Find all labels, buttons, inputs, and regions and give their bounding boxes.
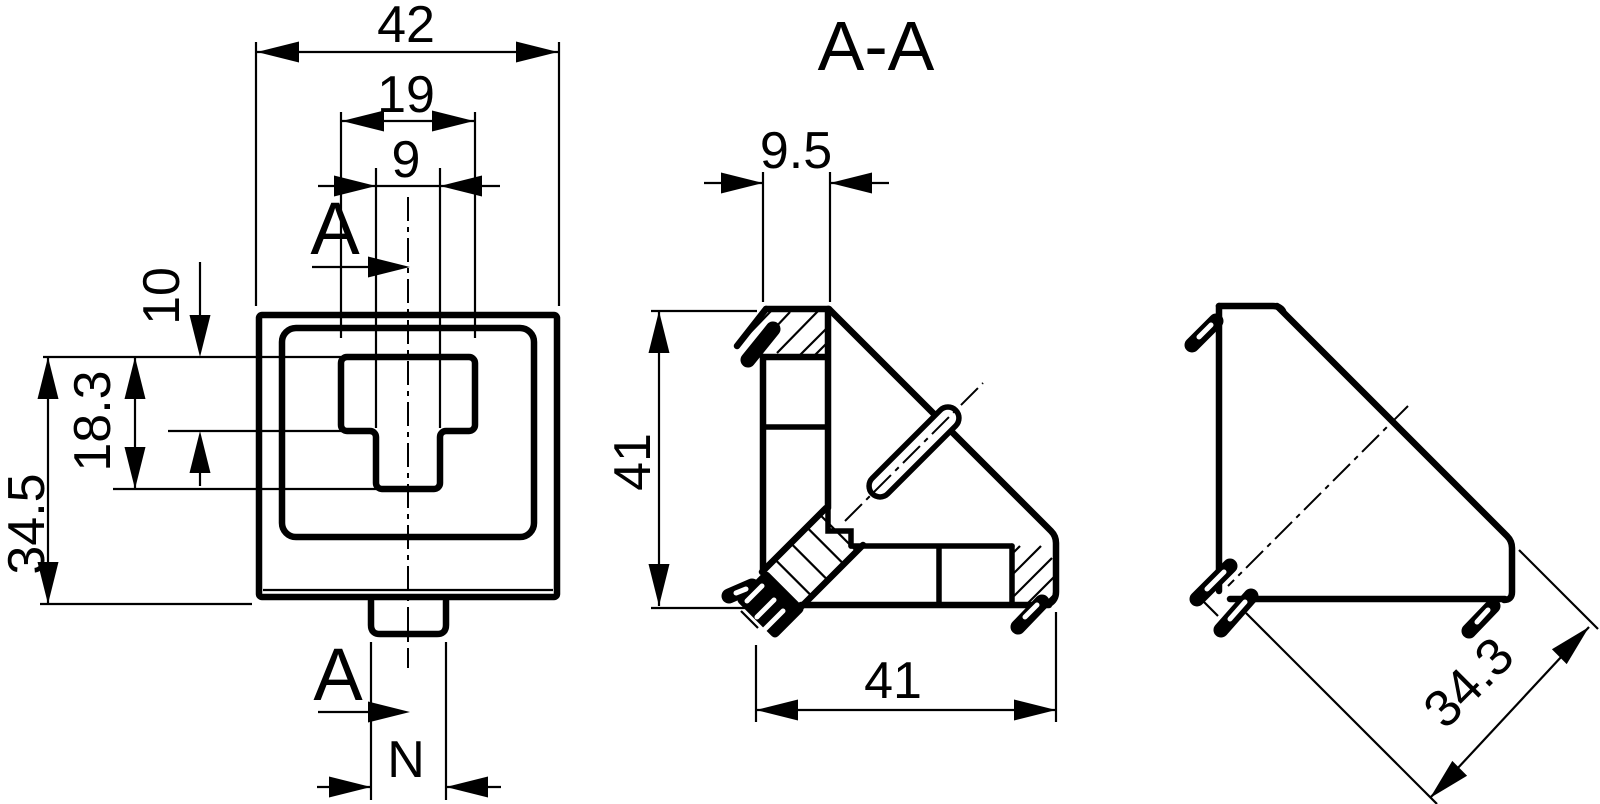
dim-text-41-horiz: 41 <box>864 652 922 710</box>
dim-section-width-41: 41 <box>754 612 1058 722</box>
dim-text-10: 10 <box>133 267 191 325</box>
dim-text-9-5: 9.5 <box>760 122 832 180</box>
hook-slit <box>1474 607 1491 625</box>
arrowhead <box>189 431 211 473</box>
side-view: 34.3 <box>1184 302 1599 804</box>
slot-centerline <box>844 382 984 522</box>
front-bottom-tab <box>367 597 450 638</box>
side-top-face <box>1215 302 1287 315</box>
dim-slot-depth-18-3: 18.3 <box>64 357 146 489</box>
arrowhead <box>648 311 670 353</box>
dim-height-34-5: 34.5 <box>0 357 59 604</box>
hook-slit <box>1196 322 1214 340</box>
arrowhead <box>440 175 482 197</box>
band-rung <box>790 542 829 581</box>
arrowhead <box>446 776 488 798</box>
arrowhead <box>124 357 146 399</box>
arrowhead <box>124 447 146 489</box>
arrowhead <box>830 172 872 194</box>
dim-diagonal-34-3: 34.3 <box>1245 549 1599 804</box>
foot-slit <box>744 583 765 604</box>
ext-line <box>1245 612 1438 804</box>
hatch-line <box>741 309 773 342</box>
hatch-line <box>1045 594 1055 604</box>
hatch-line <box>1013 557 1053 597</box>
foot-tick-line <box>740 610 759 629</box>
arrowhead <box>368 701 410 723</box>
hatch-line <box>814 341 829 356</box>
hatch-line <box>1013 545 1021 553</box>
section-view: A-A <box>604 7 1060 722</box>
dim-text-42: 42 <box>377 0 435 54</box>
foot-slit <box>754 597 777 620</box>
dim-text-18-3: 18.3 <box>64 370 122 471</box>
band-rung <box>806 526 845 565</box>
arrowhead <box>189 315 211 357</box>
section-hypotenuse <box>825 305 1060 608</box>
band-rung <box>818 513 858 553</box>
dim-slot-neck-9: 9 <box>318 131 500 428</box>
dim-text-34-5: 34.5 <box>0 473 56 574</box>
front-view: 42 19 9 10 <box>0 0 561 800</box>
hook-slit <box>1022 602 1040 620</box>
hatch-line <box>1013 545 1042 574</box>
ext-line <box>1518 549 1599 630</box>
dim-section-height-41: 41 <box>604 309 757 610</box>
hatch-line <box>776 308 821 354</box>
arrowhead <box>648 564 670 606</box>
arrowhead <box>432 110 474 132</box>
arrowhead <box>721 172 763 194</box>
dim-text-9: 9 <box>392 131 421 189</box>
dim-text-19: 19 <box>377 66 435 124</box>
band-edge-upper <box>758 504 830 576</box>
cut-label-a-top: A <box>310 187 360 270</box>
dim-text-41-vert: 41 <box>604 433 662 491</box>
arrowhead <box>329 776 371 798</box>
side-centerline <box>1227 405 1409 587</box>
arrowhead <box>37 562 59 604</box>
dim-slot-head-19: 19 <box>339 66 477 338</box>
section-cut-arrow-bottom: A <box>313 633 410 723</box>
arrowhead <box>1014 699 1056 721</box>
dim-flange-9-5: 9.5 <box>704 122 889 302</box>
arrowhead <box>368 256 410 278</box>
section-title: A-A <box>818 7 935 85</box>
section-inner-step <box>825 505 854 549</box>
foot-slit <box>762 608 786 632</box>
arrowhead <box>756 699 798 721</box>
section-cut-arrow-top: A <box>310 187 410 278</box>
arrowhead <box>257 41 299 63</box>
hatch-line <box>799 326 829 356</box>
arrowhead <box>37 357 59 399</box>
dim-head-depth-10: 10 <box>133 262 211 486</box>
side-hypotenuse <box>1273 302 1516 604</box>
dim-text-n: N <box>387 731 425 789</box>
dim-width-42: 42 <box>254 0 561 306</box>
arrowhead <box>1430 760 1468 798</box>
arrowhead <box>1551 627 1589 665</box>
foot-slit <box>733 586 749 596</box>
band-rung <box>774 558 813 597</box>
cut-label-a-bottom: A <box>313 633 363 716</box>
hatch-line <box>1027 576 1055 604</box>
hatch-line <box>756 311 791 348</box>
hook-slit <box>1204 569 1227 592</box>
arrowhead <box>516 41 558 63</box>
arrowhead <box>334 175 376 197</box>
arrowhead <box>342 110 384 132</box>
hook-slit <box>1227 599 1248 622</box>
dim-text-34-3: 34.3 <box>1413 627 1526 740</box>
foot-tick-line <box>1202 600 1219 617</box>
band-edge-lower <box>795 541 867 613</box>
